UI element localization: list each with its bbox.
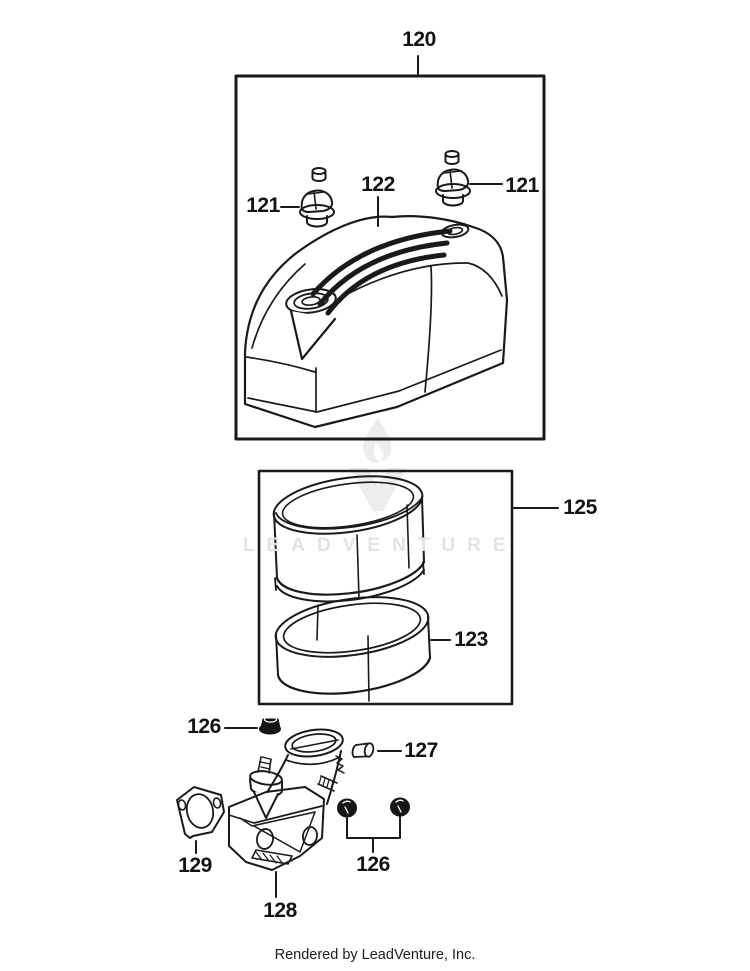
part-label-129: 129 [178, 854, 212, 877]
part-label-123: 123 [454, 628, 488, 651]
part-label-126-top: 126 [187, 715, 221, 738]
bushing-drawing [351, 742, 375, 758]
filter-box-frame [257, 469, 514, 706]
watermark-text: LEADVENTURE [243, 535, 518, 556]
air-filter-element-drawing [272, 475, 426, 603]
part-label-127: 127 [404, 739, 438, 762]
breather-elbow-drawing [228, 728, 345, 871]
air-cleaner-cover-drawing [243, 215, 509, 429]
flame-v-logo-icon [349, 418, 407, 511]
part-label-126-pair: 126 [356, 853, 390, 876]
cover-assembly-box-frame [234, 74, 546, 441]
wing-knob-left-drawing [299, 167, 335, 228]
footer-credit: Rendered by LeadVenture, Inc. [274, 947, 476, 963]
part-label-128: 128 [263, 899, 297, 922]
gasket-drawing [176, 786, 225, 839]
filter-base-drawing [274, 596, 432, 702]
flange-nut-top-drawing [259, 716, 281, 735]
part-label-125: 125 [563, 496, 597, 519]
flange-nut-pair-drawing [337, 797, 410, 818]
wing-knob-right-drawing [435, 150, 471, 207]
part-label-122: 122 [361, 173, 395, 196]
part-label-121-left: 121 [246, 194, 280, 217]
part-label-121-right: 121 [505, 174, 539, 197]
leader-line-126-pair [346, 816, 401, 853]
part-label-120: 120 [402, 28, 436, 51]
